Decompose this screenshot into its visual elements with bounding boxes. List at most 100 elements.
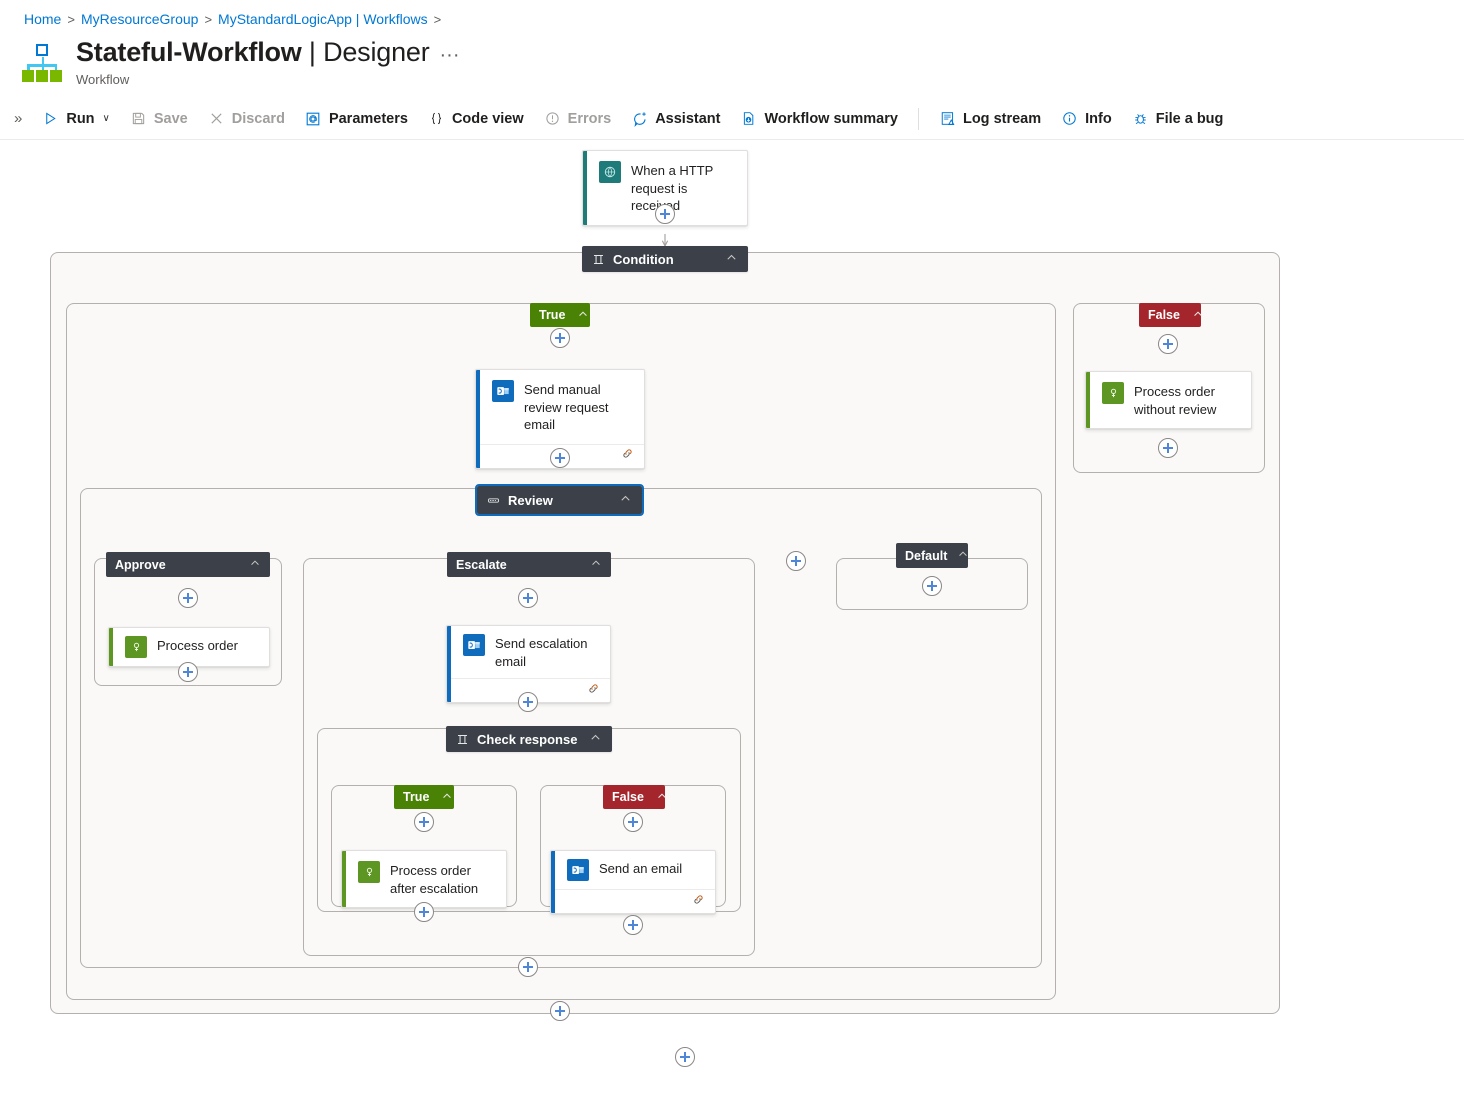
- breadcrumb-separator: >: [433, 11, 442, 27]
- condition-false-label[interactable]: False: [1139, 303, 1204, 327]
- workflow-summary-label: Workflow summary: [764, 110, 898, 127]
- chevron-down-icon[interactable]: ∨: [102, 113, 110, 124]
- action-title: Send an email: [599, 861, 683, 876]
- file-a-bug-label: File a bug: [1155, 110, 1224, 127]
- add-action-plus-button[interactable]: [414, 812, 434, 832]
- chevron-up-icon[interactable]: [725, 251, 738, 267]
- condition-node-header[interactable]: Condition: [582, 246, 748, 272]
- connection-link-icon[interactable]: [621, 447, 634, 465]
- chevron-up-icon[interactable]: [577, 308, 589, 323]
- case-label: Default: [905, 548, 948, 563]
- info-button[interactable]: Info: [1051, 105, 1122, 132]
- chevron-up-icon[interactable]: [619, 492, 632, 508]
- page-title: Stateful-Workflow | Designer: [76, 36, 430, 70]
- run-button[interactable]: Run ∨: [32, 105, 120, 132]
- chevron-up-icon[interactable]: [656, 790, 668, 805]
- save-label: Save: [153, 110, 188, 127]
- breadcrumb-separator: >: [204, 11, 213, 27]
- condition-true-label[interactable]: True: [530, 303, 590, 327]
- log-stream-button[interactable]: Log stream: [929, 105, 1051, 132]
- action-card-send-an-email[interactable]: Send an email: [550, 850, 716, 914]
- add-action-plus-button[interactable]: [550, 1001, 570, 1021]
- add-action-plus-button[interactable]: [518, 957, 538, 977]
- switch-node-header-review[interactable]: Review: [475, 484, 644, 516]
- code-view-button[interactable]: Code view: [418, 105, 534, 132]
- inner-condition-true-label[interactable]: True: [394, 785, 454, 809]
- parameters-button[interactable]: Parameters: [295, 105, 418, 132]
- run-label: Run: [66, 110, 95, 127]
- breadcrumb-item-home[interactable]: Home: [24, 11, 62, 27]
- add-action-plus-button[interactable]: [178, 662, 198, 682]
- discard-button[interactable]: Discard: [198, 105, 295, 132]
- workflow-summary-button[interactable]: Workflow summary: [730, 105, 908, 132]
- breadcrumb-item-logic-app[interactable]: MyStandardLogicApp | Workflows: [218, 11, 428, 27]
- more-options-ellipsis-icon[interactable]: ···: [439, 44, 460, 66]
- add-action-plus-button[interactable]: [550, 448, 570, 468]
- breadcrumb-separator: >: [67, 11, 75, 27]
- page-header: Stateful-Workflow | Designer ··· Workflo…: [0, 30, 1464, 98]
- chevron-up-icon[interactable]: [957, 548, 969, 563]
- expand-sidebar-chevron-icon[interactable]: »: [14, 110, 23, 127]
- add-action-plus-button[interactable]: [922, 576, 942, 596]
- chevron-up-icon[interactable]: [441, 790, 453, 805]
- add-action-plus-button[interactable]: [518, 588, 538, 608]
- add-action-plus-button[interactable]: [1158, 334, 1178, 354]
- file-a-bug-button[interactable]: File a bug: [1122, 105, 1234, 132]
- add-action-plus-button[interactable]: [675, 1047, 695, 1067]
- assistant-sparkle-icon: [631, 110, 648, 127]
- add-action-plus-button[interactable]: [623, 915, 643, 935]
- save-button[interactable]: Save: [120, 105, 198, 132]
- process-order-icon: [1102, 382, 1124, 404]
- document-download-icon: [740, 110, 757, 127]
- case-header-default[interactable]: Default: [896, 543, 968, 568]
- chevron-up-icon[interactable]: [589, 731, 602, 747]
- process-order-icon: [125, 636, 147, 658]
- add-action-plus-button[interactable]: [1158, 438, 1178, 458]
- inner-condition-false-label[interactable]: False: [603, 785, 668, 809]
- card-accent-bar: [447, 626, 451, 703]
- trigger-title: When a HTTP request is received: [631, 163, 714, 214]
- page-title-sub: Designer: [323, 37, 430, 67]
- add-switch-case-plus-button[interactable]: [786, 551, 806, 571]
- action-card-process-order[interactable]: Process order: [108, 627, 270, 667]
- workflow-designer-canvas[interactable]: When a HTTP request is received Conditio…: [0, 140, 1464, 1090]
- false-label-text: False: [612, 790, 644, 804]
- add-action-plus-button[interactable]: [178, 588, 198, 608]
- connection-link-icon[interactable]: [587, 682, 600, 700]
- add-action-plus-button[interactable]: [655, 204, 675, 224]
- chevron-up-icon[interactable]: [590, 557, 602, 572]
- action-title: Process order after escalation: [390, 863, 479, 896]
- connection-link-icon[interactable]: [692, 893, 705, 911]
- curly-braces-icon: [428, 110, 445, 127]
- action-title: Send manual review request email: [524, 382, 609, 433]
- true-label-text: True: [539, 308, 566, 322]
- assistant-label: Assistant: [655, 110, 721, 127]
- inner-condition-node-header-check-response[interactable]: Check response: [446, 726, 612, 752]
- log-stream-label: Log stream: [962, 110, 1042, 127]
- action-card-process-order-after-escalation[interactable]: Process order after escalation: [341, 850, 507, 909]
- add-action-plus-button[interactable]: [623, 812, 643, 832]
- save-disk-icon: [130, 110, 147, 127]
- add-action-plus-button[interactable]: [518, 692, 538, 712]
- action-card-footer: [476, 443, 644, 468]
- card-accent-bar: [1086, 372, 1090, 429]
- inner-condition-label: Check response: [477, 731, 578, 747]
- chevron-up-icon[interactable]: [1192, 308, 1204, 323]
- discard-label: Discard: [231, 110, 285, 127]
- errors-button[interactable]: Errors: [534, 105, 622, 132]
- logic-app-workflow-icon: [20, 42, 64, 86]
- play-icon: [42, 110, 59, 127]
- outlook-icon: [492, 380, 514, 402]
- breadcrumb-item-resource-group[interactable]: MyResourceGroup: [80, 11, 199, 27]
- case-header-escalate[interactable]: Escalate: [447, 552, 611, 577]
- chevron-up-icon[interactable]: [249, 557, 261, 572]
- switch-icon: [487, 494, 500, 507]
- assistant-button[interactable]: Assistant: [621, 105, 730, 132]
- add-action-plus-button[interactable]: [550, 328, 570, 348]
- trigger-card-when-a-http-request-is-received[interactable]: When a HTTP request is received: [582, 150, 748, 226]
- add-action-plus-button[interactable]: [414, 902, 434, 922]
- action-card-send-escalation-email[interactable]: Send escalation email: [446, 625, 611, 704]
- action-card-process-order-without-review[interactable]: Process order without review: [1085, 371, 1252, 430]
- http-request-icon: [599, 161, 621, 183]
- case-header-approve[interactable]: Approve: [106, 552, 270, 577]
